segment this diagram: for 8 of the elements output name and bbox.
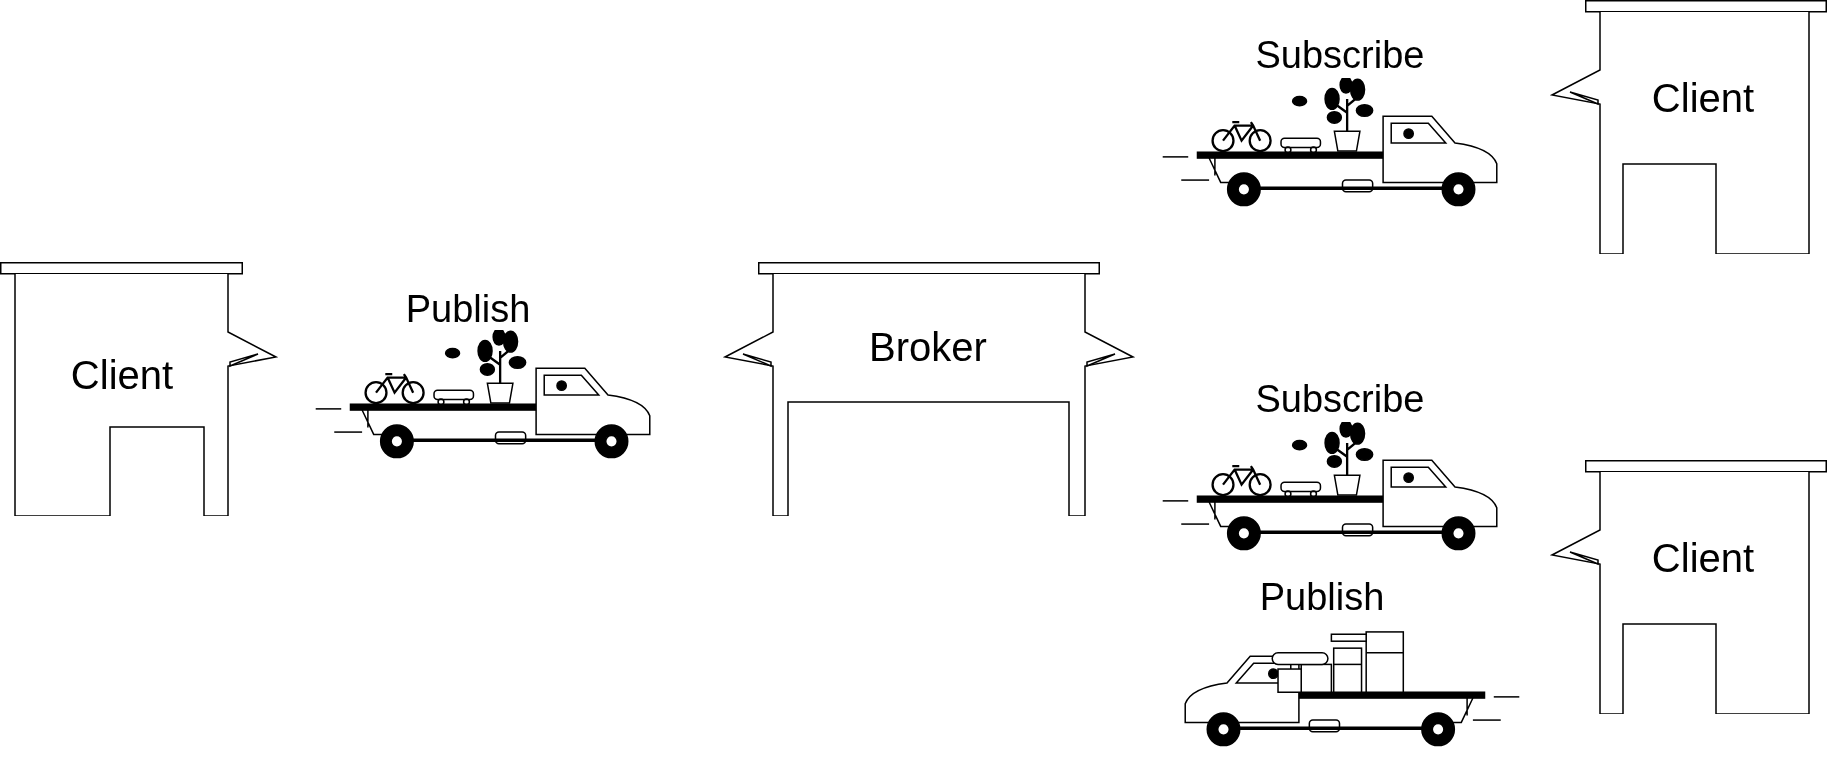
truck-label: Subscribe [1255, 36, 1425, 74]
building-label: Client [1651, 538, 1755, 578]
truck-label: Subscribe [1255, 380, 1425, 418]
building-label: Broker [869, 327, 987, 367]
building-label: Client [70, 355, 174, 395]
truck-label: Publish [405, 290, 531, 328]
building-label: Client [1651, 78, 1755, 118]
truck-label: Publish [1259, 578, 1385, 616]
